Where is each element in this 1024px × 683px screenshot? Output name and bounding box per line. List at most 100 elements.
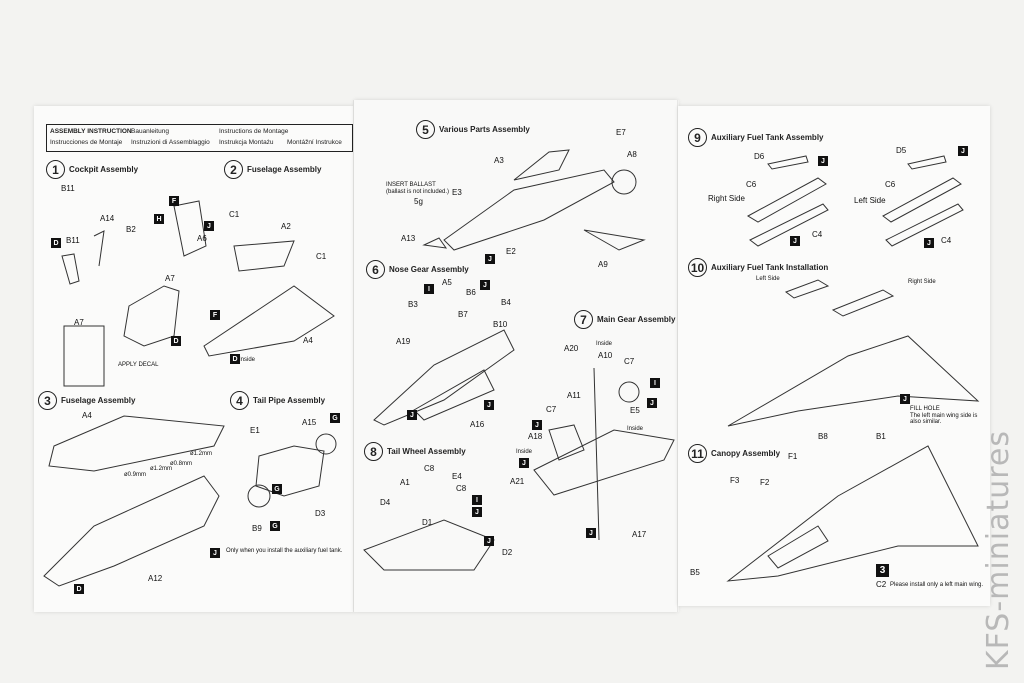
sprue-letter: I bbox=[424, 284, 434, 294]
part-label: B1 bbox=[876, 432, 886, 441]
part-label: E1 bbox=[250, 426, 260, 435]
sprue-letter: D bbox=[230, 354, 240, 364]
part-label: C7 bbox=[624, 357, 635, 366]
part-label: A14 bbox=[100, 214, 115, 223]
sprue-letter: J bbox=[818, 156, 828, 166]
part-label: B11 bbox=[66, 236, 80, 245]
part-label: D3 bbox=[315, 509, 326, 518]
part-label: A19 bbox=[396, 337, 411, 346]
side-label: Right Side bbox=[908, 279, 936, 285]
header-it: Instruzioni di Assemblaggio bbox=[131, 139, 210, 146]
sprue-letter: J bbox=[204, 221, 214, 231]
ballast-note: (ballast is not included.) bbox=[386, 189, 450, 195]
assembly-instruction-header: ASSEMBLY INSTRUCTION Bauanleitung Instru… bbox=[46, 124, 353, 152]
c2-install-note: Please install only a left main wing. bbox=[890, 582, 984, 588]
header-en: ASSEMBLY INSTRUCTION bbox=[50, 128, 132, 135]
part-label: A16 bbox=[470, 420, 485, 429]
part-label: A8 bbox=[627, 150, 637, 159]
drill-size: ø0.9mm bbox=[124, 472, 147, 478]
sprue-letter: H bbox=[154, 214, 164, 224]
part-label: A12 bbox=[148, 574, 163, 583]
sprue-letter: D bbox=[171, 336, 181, 346]
part-label: C8 bbox=[456, 484, 467, 493]
part-label: E7 bbox=[616, 128, 626, 137]
part-label: E3 bbox=[452, 188, 462, 197]
part-label: A13 bbox=[401, 234, 416, 243]
sprue-letter: J bbox=[924, 238, 934, 248]
part-label: D5 bbox=[896, 146, 907, 155]
sprue-letter: J bbox=[532, 420, 542, 430]
side-label: Left Side bbox=[756, 276, 780, 282]
part-label: B9 bbox=[252, 524, 262, 533]
fill-hole-label: FILL HOLE bbox=[910, 406, 940, 412]
part-label: A20 bbox=[564, 344, 579, 353]
part-label: E5 bbox=[630, 406, 640, 415]
inside-note: Inside bbox=[627, 426, 644, 432]
part-label: C6 bbox=[885, 180, 896, 189]
part-label: A18 bbox=[528, 432, 543, 441]
part-label: C1 bbox=[229, 210, 240, 219]
part-label: A1 bbox=[400, 478, 410, 487]
part-label: D6 bbox=[754, 152, 765, 161]
sprue-letter: J bbox=[480, 280, 490, 290]
sprue-letter: G bbox=[330, 413, 340, 423]
part-label: C2 bbox=[876, 580, 887, 589]
part-label: A17 bbox=[632, 530, 647, 539]
part-label: B7 bbox=[458, 310, 468, 319]
part-label: D1 bbox=[422, 518, 433, 527]
instruction-page-left: ASSEMBLY INSTRUCTION Bauanleitung Instru… bbox=[34, 106, 354, 612]
part-label: A21 bbox=[510, 477, 525, 486]
part-label: C4 bbox=[941, 236, 952, 245]
inside-note: Inside bbox=[239, 357, 256, 363]
part-label: C1 bbox=[316, 252, 327, 261]
side-label: Right Side bbox=[708, 194, 745, 203]
part-label: A2 bbox=[281, 222, 291, 231]
sprue-letter: J bbox=[210, 548, 220, 558]
watermark: KFS-miniatures bbox=[981, 430, 1016, 671]
part-label: D4 bbox=[380, 498, 391, 507]
sprue-letter: J bbox=[586, 528, 596, 538]
header-es: Instrucciones de Montaje bbox=[50, 139, 123, 146]
part-label: B11 bbox=[61, 184, 75, 193]
part-label: B5 bbox=[690, 568, 700, 577]
header-fr: Instructions de Montage bbox=[219, 128, 289, 135]
ballast-weight: 5g bbox=[414, 197, 423, 206]
apply-decal-note: APPLY DECAL bbox=[118, 362, 159, 368]
sprue-letter: 3 bbox=[876, 564, 889, 577]
part-label: B3 bbox=[408, 300, 418, 309]
sprue-letter: J bbox=[519, 458, 529, 468]
fill-hole-note: The left main wing side is also similar. bbox=[910, 413, 978, 425]
ballast-note: INSERT BALLAST bbox=[386, 182, 436, 188]
parts-gear-drawings bbox=[363, 149, 675, 571]
part-label: C8 bbox=[424, 464, 435, 473]
part-label: A6 bbox=[197, 234, 207, 243]
part-label: D2 bbox=[502, 548, 513, 557]
part-label: E4 bbox=[452, 472, 462, 481]
part-label: C4 bbox=[812, 230, 823, 239]
part-label: F2 bbox=[760, 478, 770, 487]
part-label: F3 bbox=[730, 476, 740, 485]
fuel-tank-note: Only when you install the auxiliary fuel… bbox=[226, 548, 343, 554]
sprue-letter: J bbox=[900, 394, 910, 404]
side-label: Left Side bbox=[854, 196, 886, 205]
drill-size: ø1.2mm bbox=[190, 451, 213, 457]
part-label: E2 bbox=[506, 247, 516, 256]
drill-size: ø1.2mm bbox=[150, 466, 173, 472]
header-cz: Montážní Instrukce bbox=[287, 139, 342, 146]
inside-note: Inside bbox=[596, 341, 613, 347]
sprue-letter: J bbox=[407, 410, 417, 420]
sprue-letter: G bbox=[272, 484, 282, 494]
part-label: B10 bbox=[493, 320, 508, 329]
part-label: A10 bbox=[598, 351, 613, 360]
cockpit-fuselage-drawings bbox=[43, 200, 337, 587]
sprue-letter: J bbox=[472, 507, 482, 517]
